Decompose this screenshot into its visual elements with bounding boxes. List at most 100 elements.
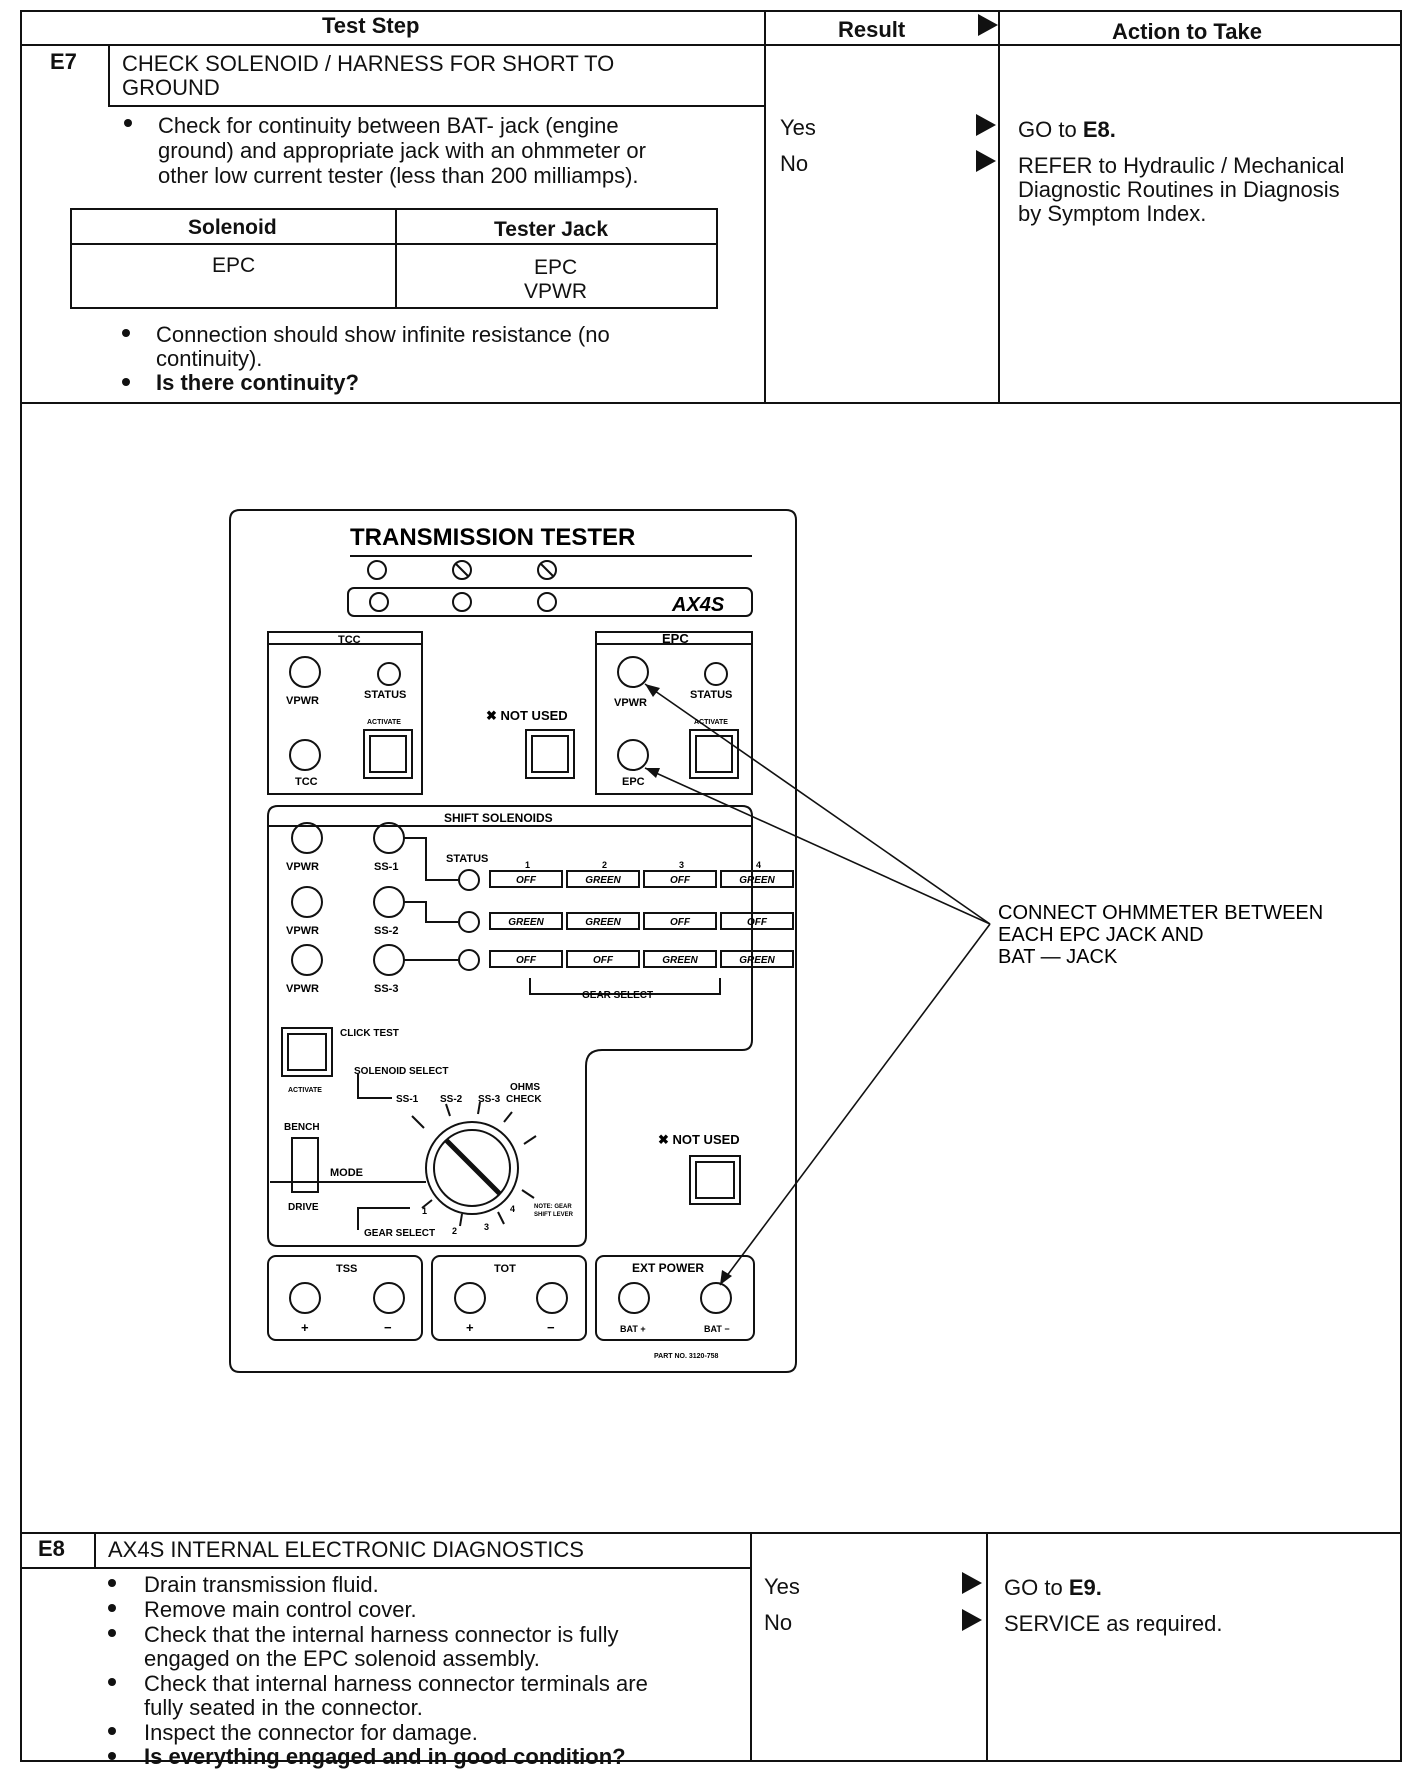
e7-action-no-l3: by Symptom Index. — [1018, 201, 1207, 226]
gear-indicator-label: GREEN — [739, 875, 775, 886]
bullet-icon — [122, 329, 130, 337]
gear-number-1: 1 — [525, 860, 530, 870]
tcc-vpwr-label: VPWR — [286, 695, 319, 707]
gear-indicator-box — [643, 950, 717, 968]
gear-indicator-label: GREEN — [585, 917, 621, 928]
gear-number-2: 2 — [602, 860, 607, 870]
gear-indicator-box — [720, 950, 794, 968]
result-arrow-icon — [976, 150, 996, 172]
arrowhead-icon — [720, 1270, 732, 1285]
tot-plus: + — [466, 1320, 474, 1335]
dial-num-3: 3 — [484, 1222, 489, 1232]
epc-jack-label: EPC — [622, 776, 645, 788]
tester-title: TRANSMISSION TESTER — [350, 524, 635, 551]
mode-label: MODE — [330, 1167, 363, 1179]
tss-plus: + — [301, 1320, 309, 1335]
note-gear-l2: SHIFT LEVER — [534, 1212, 574, 1218]
e7-yes: Yes — [780, 115, 816, 140]
e8-action-no: SERVICE as required. — [1004, 1611, 1223, 1636]
tot-minus: − — [547, 1320, 555, 1335]
gear-indicator-box — [566, 912, 640, 930]
click-activate-label: ACTIVATE — [288, 1087, 322, 1094]
e8-action-yes: GO to E9. — [1004, 1576, 1102, 1600]
gear-indicator-box — [720, 870, 794, 888]
tcc-status-label: STATUS — [364, 689, 406, 701]
gear-select-dial-label: GEAR SELECT — [364, 1228, 435, 1239]
gear-indicator-label: GREEN — [662, 955, 698, 966]
e7-bullet1-l2: ground) and appropriate jack with an ohm… — [158, 138, 646, 163]
bullet-icon — [108, 1678, 116, 1686]
ss1-label: SS-1 — [374, 861, 398, 873]
dial-num-2: 2 — [452, 1226, 457, 1236]
e8-question: Is everything engaged and in good condit… — [144, 1744, 626, 1769]
gear-indicator-box — [489, 912, 563, 930]
bench-label: BENCH — [284, 1122, 320, 1133]
e8-no: No — [764, 1610, 793, 1635]
gear-indicator-label: OFF — [516, 955, 537, 966]
e8-bullet2: Remove main control cover. — [144, 1597, 417, 1622]
e8-bullet3-l2: engaged on the EPC solenoid assembly. — [144, 1646, 540, 1671]
epc-box-label: EPC — [662, 631, 689, 646]
gear-indicator-box — [720, 912, 794, 930]
e8-bullet4-l1: Check that internal harness connector te… — [144, 1671, 648, 1696]
ohms-label: OHMS — [510, 1082, 540, 1093]
part-no: PART NO. 3120-758 — [654, 1353, 719, 1360]
bullet-icon — [122, 378, 130, 386]
note-gear-l1: NOTE: GEAR — [534, 1204, 572, 1210]
gear-number-4: 4 — [756, 860, 761, 870]
gear-indicator-label: OFF — [747, 917, 768, 928]
e8-bullet3-l1: Check that the internal harness connecto… — [144, 1622, 619, 1647]
gear-indicator-label: OFF — [593, 955, 614, 966]
tcc-jack-label: TCC — [295, 776, 318, 788]
table-cell-solenoid: EPC — [212, 254, 256, 277]
gear-indicator-box — [566, 950, 640, 968]
bat-plus-label: BAT + — [620, 1324, 646, 1334]
sel-ss1-label: SS-1 — [396, 1094, 419, 1105]
header-action: Action to Take — [1112, 19, 1262, 44]
not-used-center: ✖ NOT USED — [486, 708, 568, 723]
e8-bullet4-l2: fully seated in the connector. — [144, 1695, 423, 1720]
ss3-label: SS-3 — [374, 983, 398, 995]
arrowhead-icon — [645, 684, 660, 697]
result-arrow-icon — [962, 1572, 982, 1594]
e8-yes: Yes — [764, 1574, 800, 1599]
epc-status-label: STATUS — [690, 689, 732, 701]
bullet-icon — [108, 1579, 116, 1587]
gear-indicator-box — [643, 912, 717, 930]
ss-vpwr-1: VPWR — [286, 861, 319, 873]
dial-num-4: 4 — [510, 1204, 515, 1214]
dial-num-1: 1 — [422, 1206, 427, 1216]
bullet-icon — [108, 1604, 116, 1612]
gear-indicator-box — [489, 870, 563, 888]
e7-action-no-l1: REFER to Hydraulic / Mechanical — [1018, 153, 1345, 178]
e7-title-2: GROUND — [122, 75, 220, 100]
epc-vpwr-label: VPWR — [614, 697, 647, 709]
callout-l3: BAT — JACK — [998, 946, 1118, 968]
gear-indicator-box — [566, 870, 640, 888]
gear-indicator-label: OFF — [670, 917, 691, 928]
table-col-solenoid: Solenoid — [188, 216, 277, 239]
e7-action-yes: GO to E8. — [1018, 118, 1116, 142]
e7-no: No — [780, 151, 809, 176]
tester-model: AX4S — [671, 594, 725, 616]
e7-action-yes-target: E8. — [1082, 117, 1116, 142]
tss-minus: − — [384, 1320, 392, 1335]
e8-action-yes-prefix: GO to — [1004, 1575, 1063, 1600]
header-result: Result — [838, 17, 906, 42]
tcc-activate-label: ACTIVATE — [367, 719, 401, 726]
e8-bullet5: Inspect the connector for damage. — [144, 1720, 478, 1745]
e8-step-code: E8 — [38, 1536, 65, 1561]
gear-indicator-label: GREEN — [739, 955, 775, 966]
bullet-icon — [108, 1752, 116, 1760]
e7-bullet1-l1: Check for continuity between BAT- jack (… — [158, 113, 619, 138]
ss-vpwr-3: VPWR — [286, 983, 319, 995]
table-cell-jack-2: VPWR — [524, 280, 587, 303]
e7-bullet2-l2: continuity). — [156, 346, 263, 371]
gear-select-label: GEAR SELECT — [582, 990, 653, 1001]
click-test-label: CLICK TEST — [340, 1028, 399, 1039]
gear-indicator-box — [489, 950, 563, 968]
e7-step-code: E7 — [50, 49, 77, 74]
e7-question: Is there continuity? — [156, 370, 359, 395]
gear-indicator-label: GREEN — [508, 917, 544, 928]
